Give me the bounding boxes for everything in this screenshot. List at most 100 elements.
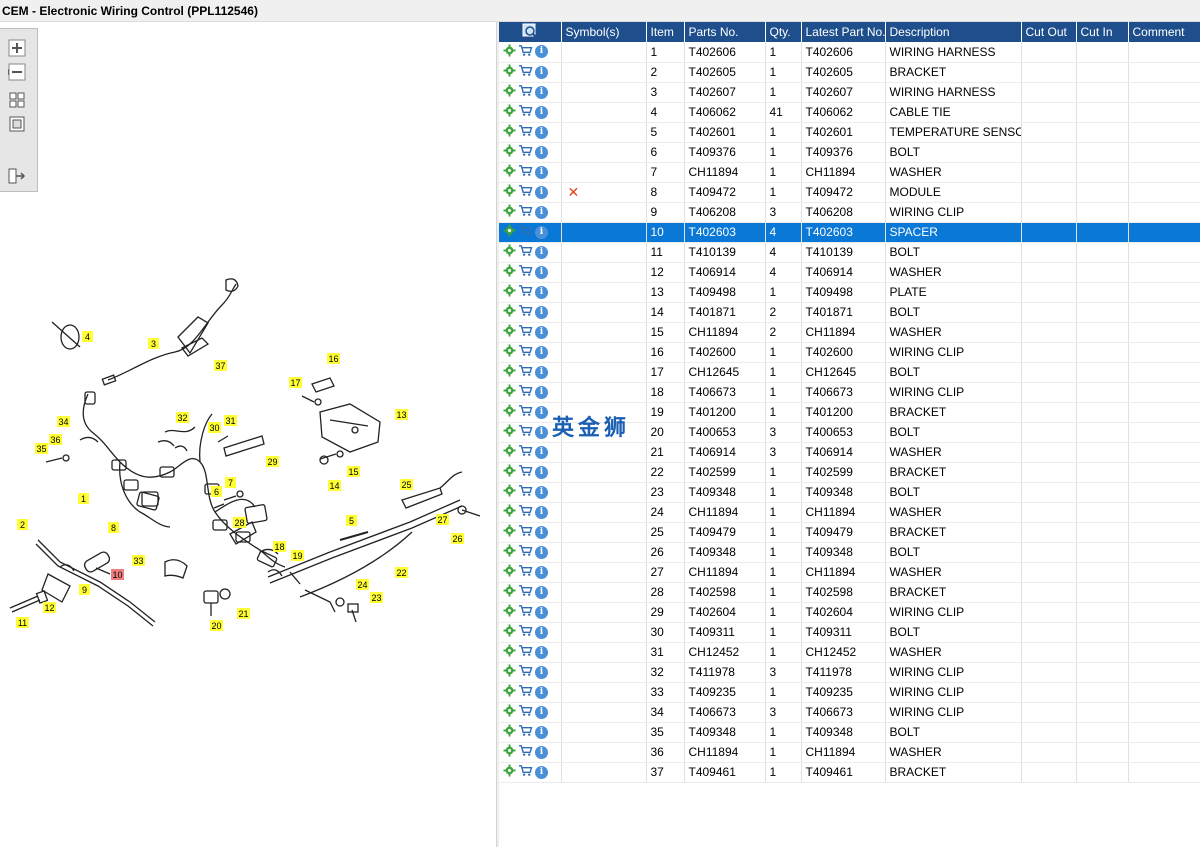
header-item[interactable]: Item — [646, 22, 685, 42]
gear-icon[interactable] — [503, 564, 516, 580]
gear-icon[interactable] — [503, 744, 516, 760]
info-icon[interactable]: i — [535, 485, 548, 499]
cart-icon[interactable] — [518, 204, 533, 220]
cart-icon[interactable] — [518, 164, 533, 180]
header-cut-in[interactable]: Cut In — [1076, 22, 1129, 42]
gear-icon[interactable] — [503, 364, 516, 380]
gear-icon[interactable] — [503, 344, 516, 360]
gear-icon[interactable] — [503, 224, 516, 240]
cart-icon[interactable] — [518, 604, 533, 620]
cart-icon[interactable] — [518, 244, 533, 260]
diagram-pane[interactable]: 4 3 37 16 17 13 32 31 30 34 36 35 29 15 … — [0, 22, 496, 847]
gear-icon[interactable] — [503, 464, 516, 480]
gear-icon[interactable] — [503, 324, 516, 340]
gear-icon[interactable] — [503, 724, 516, 740]
cart-icon[interactable] — [518, 584, 533, 600]
info-icon[interactable]: i — [535, 305, 548, 319]
header-symbols[interactable]: Symbol(s) — [561, 22, 647, 42]
cart-icon[interactable] — [518, 464, 533, 480]
gear-icon[interactable] — [503, 504, 516, 520]
info-icon[interactable]: i — [535, 665, 548, 679]
cart-icon[interactable] — [518, 344, 533, 360]
header-qty[interactable]: Qty. — [765, 22, 802, 42]
gear-icon[interactable] — [503, 484, 516, 500]
info-icon[interactable]: i — [535, 365, 548, 379]
cart-icon[interactable] — [518, 364, 533, 380]
cart-icon[interactable] — [518, 504, 533, 520]
cart-icon[interactable] — [518, 544, 533, 560]
info-icon[interactable]: i — [535, 645, 548, 659]
gear-icon[interactable] — [503, 644, 516, 660]
fit-window-icon[interactable] — [8, 115, 26, 133]
info-icon[interactable]: i — [535, 125, 548, 139]
gear-icon[interactable] — [503, 664, 516, 680]
table-search-icon[interactable] — [522, 23, 538, 39]
cart-icon[interactable] — [518, 484, 533, 500]
fit-all-icon[interactable] — [8, 91, 26, 109]
gear-icon[interactable] — [503, 124, 516, 140]
gear-icon[interactable] — [503, 604, 516, 620]
cart-icon[interactable] — [518, 44, 533, 60]
info-icon[interactable]: i — [535, 745, 548, 759]
cart-icon[interactable] — [518, 524, 533, 540]
info-icon[interactable]: i — [535, 85, 548, 99]
gear-icon[interactable] — [503, 624, 516, 640]
gear-icon[interactable] — [503, 704, 516, 720]
gear-icon[interactable] — [503, 264, 516, 280]
info-icon[interactable]: i — [535, 145, 548, 159]
gear-icon[interactable] — [503, 304, 516, 320]
info-icon[interactable]: i — [535, 585, 548, 599]
cart-icon[interactable] — [518, 424, 533, 440]
gear-icon[interactable] — [503, 584, 516, 600]
zoom-in-icon[interactable] — [8, 39, 26, 57]
info-icon[interactable]: i — [535, 565, 548, 579]
export-icon[interactable] — [8, 167, 26, 185]
cart-icon[interactable] — [518, 564, 533, 580]
cart-icon[interactable] — [518, 144, 533, 160]
cart-icon[interactable] — [518, 744, 533, 760]
info-icon[interactable]: i — [535, 285, 548, 299]
info-icon[interactable]: i — [535, 725, 548, 739]
cart-icon[interactable] — [518, 404, 533, 420]
info-icon[interactable]: i — [535, 685, 548, 699]
cart-icon[interactable] — [518, 104, 533, 120]
header-actions[interactable] — [499, 22, 562, 42]
info-icon[interactable]: i — [535, 245, 548, 259]
info-icon[interactable]: i — [535, 545, 548, 559]
header-latest-part-no[interactable]: Latest Part No. — [801, 22, 886, 42]
info-icon[interactable]: i — [535, 705, 548, 719]
info-icon[interactable]: i — [535, 45, 548, 59]
header-comment[interactable]: Comment — [1128, 22, 1200, 42]
gear-icon[interactable] — [503, 104, 516, 120]
cart-icon[interactable] — [518, 684, 533, 700]
header-cut-out[interactable]: Cut Out — [1021, 22, 1077, 42]
info-icon[interactable]: i — [535, 505, 548, 519]
info-icon[interactable]: i — [535, 225, 548, 239]
cart-icon[interactable] — [518, 764, 533, 780]
cart-icon[interactable] — [518, 384, 533, 400]
info-icon[interactable]: i — [535, 405, 548, 419]
info-icon[interactable]: i — [535, 525, 548, 539]
gear-icon[interactable] — [503, 404, 516, 420]
gear-icon[interactable] — [503, 144, 516, 160]
gear-icon[interactable] — [503, 764, 516, 780]
info-icon[interactable]: i — [535, 265, 548, 279]
